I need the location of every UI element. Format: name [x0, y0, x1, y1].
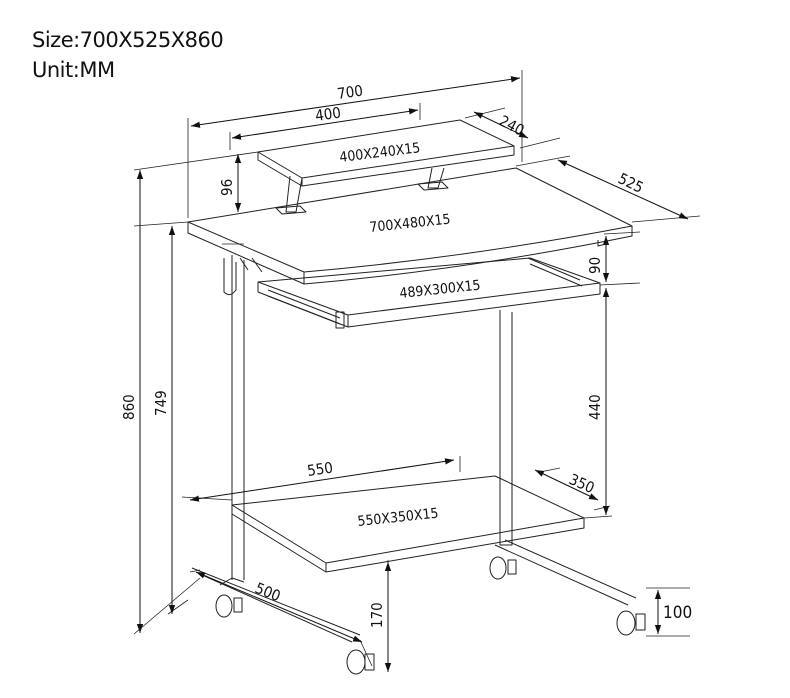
unit-caption: Unit:MM	[32, 58, 115, 82]
bottom-shelf-label: 550X350X15	[357, 506, 440, 530]
keyboard-tray-label: 489X300X15	[399, 278, 482, 302]
dim-350-label: 350	[566, 470, 597, 497]
dim-96-label: 96	[218, 179, 236, 196]
dim-400-label: 400	[314, 104, 342, 125]
dim-860-label: 860	[120, 394, 138, 420]
dim-525-label: 525	[615, 169, 646, 196]
dim-90-label: 90	[586, 257, 604, 274]
dim-440-label: 440	[586, 394, 604, 420]
dim-170-label: 170	[368, 602, 386, 628]
size-caption: Size:700X525X860	[32, 28, 224, 52]
dim-700-label: 700	[336, 82, 364, 103]
dim-550-label: 550	[306, 459, 334, 480]
dimension-lines	[136, 76, 689, 672]
dim-749-label: 749	[152, 390, 170, 416]
dim-500-label: 500	[253, 579, 284, 605]
dim-100-label: 100	[663, 603, 692, 623]
desktop-label: 700X480X15	[369, 212, 452, 236]
